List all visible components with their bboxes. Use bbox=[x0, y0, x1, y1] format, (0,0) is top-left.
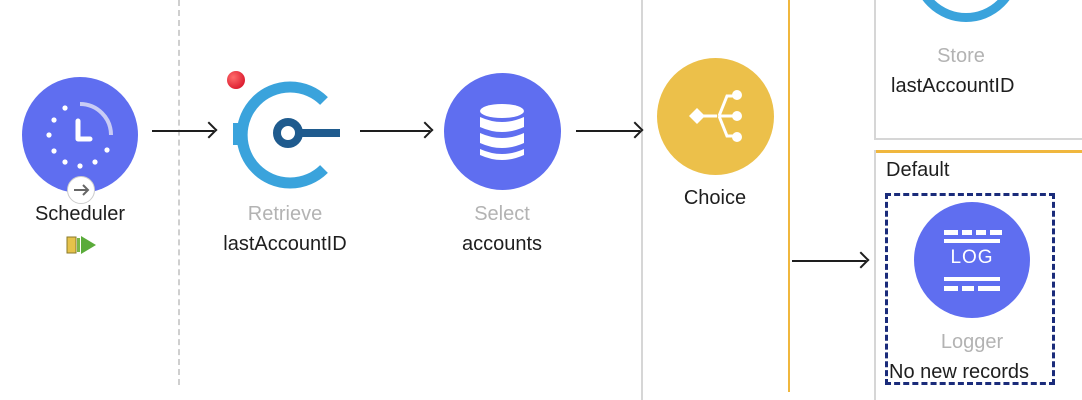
clock-icon bbox=[46, 102, 113, 169]
logger-node[interactable]: LOG bbox=[914, 202, 1030, 318]
retrieve-title: Retrieve bbox=[247, 203, 323, 225]
flow-arrow bbox=[360, 130, 430, 132]
store-title: Store bbox=[937, 45, 985, 67]
flow-arrow bbox=[576, 130, 640, 132]
route-box-left bbox=[874, 0, 876, 140]
scheduler-title: Scheduler bbox=[34, 203, 126, 225]
default-route-top bbox=[874, 150, 1082, 153]
scheduler-source-badge bbox=[67, 176, 95, 204]
logger-selection[interactable] bbox=[885, 193, 1055, 385]
flow-arrow bbox=[792, 260, 866, 262]
retrieve-subtitle: lastAccountID bbox=[223, 233, 347, 255]
run-status-icon bbox=[66, 236, 96, 254]
default-route-left bbox=[874, 150, 876, 400]
route-box-bottom bbox=[874, 138, 1082, 140]
store-node[interactable] bbox=[912, 0, 1020, 22]
retrieve-node[interactable] bbox=[225, 75, 345, 195]
select-node[interactable] bbox=[444, 73, 561, 190]
database-icon bbox=[480, 104, 524, 160]
logger-title: Logger bbox=[940, 331, 1004, 353]
flow-arrow bbox=[152, 130, 214, 132]
choice-title: Choice bbox=[683, 187, 747, 209]
default-route-label: Default bbox=[886, 159, 950, 181]
arrow-right-icon bbox=[74, 184, 90, 196]
scope-divider bbox=[178, 0, 180, 385]
breakpoint-indicator[interactable] bbox=[227, 71, 245, 89]
choice-scope-left bbox=[641, 0, 643, 400]
select-title: Select bbox=[474, 203, 530, 225]
log-icon bbox=[944, 230, 1002, 291]
choice-node[interactable] bbox=[657, 58, 774, 175]
object-store-icon bbox=[233, 81, 340, 189]
choice-route-line bbox=[788, 0, 790, 392]
store-subtitle: lastAccountID bbox=[891, 75, 1015, 97]
select-subtitle: accounts bbox=[461, 233, 543, 255]
logger-subtitle: No new records bbox=[889, 361, 1030, 383]
branch-icon bbox=[689, 90, 742, 142]
log-icon-text: LOG bbox=[950, 247, 994, 268]
scheduler-node[interactable] bbox=[22, 77, 138, 193]
